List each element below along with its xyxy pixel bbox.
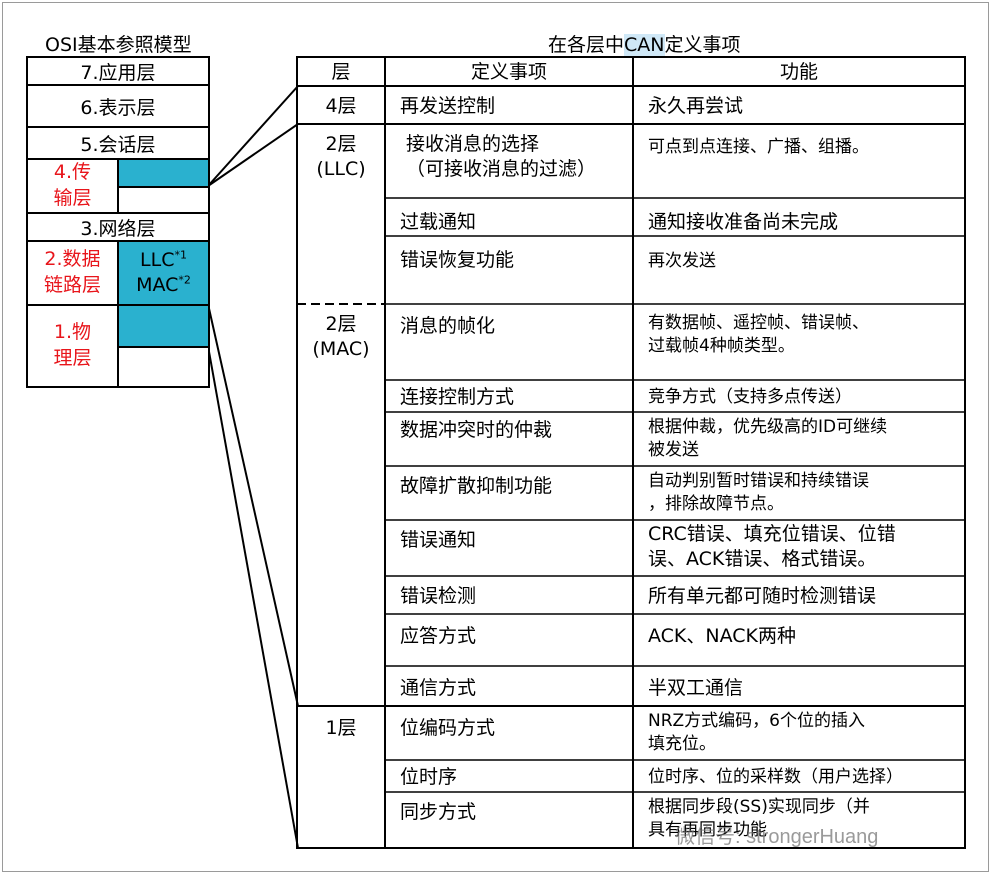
connector-datalink: [207, 303, 299, 707]
watermark: 微信号: strongerHuang: [675, 826, 879, 848]
function-cell: 有数据帧、遥控帧、错误帧、过载帧4种帧类型。: [648, 313, 869, 356]
datalink-can-block: LLC*1 MAC*2: [117, 240, 210, 306]
item-cell: 通信方式: [400, 677, 477, 699]
mac-label: MAC*2: [136, 273, 191, 296]
function-cell: 可点到点连接、广播、组播。: [648, 137, 869, 157]
table-border: [296, 56, 966, 849]
can-highlight: CAN: [624, 34, 665, 56]
item-cell: 位编码方式: [400, 717, 496, 739]
item-cell: 接收消息的选择（可接收消息的过滤）: [406, 133, 597, 180]
can-title: 在各层中CAN定义事项: [548, 34, 741, 56]
osi-layer-5: 5.会话层: [26, 126, 210, 160]
function-cell: CRC错误、填充位错误、位错误、ACK错误、格式错误。: [648, 523, 896, 570]
item-cell: 位时序: [400, 766, 458, 788]
osi-layer-3: 3.网络层: [26, 212, 210, 242]
osi-layer-6: 6.表示层: [26, 84, 210, 128]
osi-layer-2: 2.数据链路层: [26, 240, 119, 306]
osi-title: OSI基本参照模型: [45, 34, 192, 56]
function-cell: NRZ方式编码，6个位的插入填充位。: [648, 711, 865, 754]
item-cell: 错误恢复功能: [400, 249, 515, 271]
llc-label: LLC*1: [140, 248, 187, 272]
function-cell: 所有单元都可随时检测错误: [648, 585, 877, 607]
osi-layer-7: 7.应用层: [26, 56, 210, 86]
function-cell: 位时序、位的采样数（用户选择）: [648, 767, 903, 787]
item-cell: 数据冲突时的仲裁: [400, 419, 553, 441]
function-cell: 竞争方式（支持多点传送）: [648, 387, 852, 407]
connector-transport-bottom: [207, 123, 299, 187]
layer-1-label: 1层: [325, 717, 357, 739]
item-cell: 消息的帧化: [400, 315, 496, 337]
function-cell: 半双工通信: [648, 677, 744, 699]
header-item: 定义事项: [470, 61, 547, 83]
connector-physical: [207, 345, 299, 849]
osi-layer-1: 1.物理层: [26, 304, 119, 388]
item-cell: 故障扩散抑制功能: [400, 475, 553, 497]
header-layer: 层: [331, 61, 351, 83]
osi-layer-4: 4.传输层: [26, 158, 119, 214]
transport-can-block: [117, 158, 210, 188]
function-cell: 根据仲裁，优先级高的ID可继续被发送: [648, 417, 888, 460]
item-cell: 过载通知: [400, 211, 477, 233]
function-cell: 永久再尝试: [648, 95, 744, 117]
item-cell: 同步方式: [400, 801, 477, 823]
physical-empty-block: [117, 346, 210, 388]
layer-4-label: 4层: [325, 95, 357, 117]
item-cell: 应答方式: [400, 625, 477, 647]
item-cell: 连接控制方式: [400, 386, 515, 408]
function-cell: 再次发送: [648, 251, 716, 271]
function-cell: 自动判别暂时错误和持续错误，排除故障节点。: [648, 471, 869, 514]
item-cell: 错误通知: [400, 529, 477, 551]
header-function: 功能: [779, 61, 818, 83]
item-cell: 错误检测: [400, 585, 477, 607]
function-cell: 根据同步段(SS)实现同步（并具有再同步功能: [648, 797, 870, 840]
function-cell: ACK、NACK两种: [648, 625, 796, 647]
physical-can-block: [117, 304, 210, 348]
connector-transport-top: [207, 85, 299, 187]
transport-empty-block: [117, 186, 210, 214]
item-cell: 再发送控制: [400, 95, 496, 117]
layer-2-llc-label: 2层(LLC): [316, 133, 366, 180]
function-cell: 通知接收准备尚未完成: [648, 211, 839, 233]
layer-2-mac-label: 2层(MAC): [312, 313, 370, 360]
